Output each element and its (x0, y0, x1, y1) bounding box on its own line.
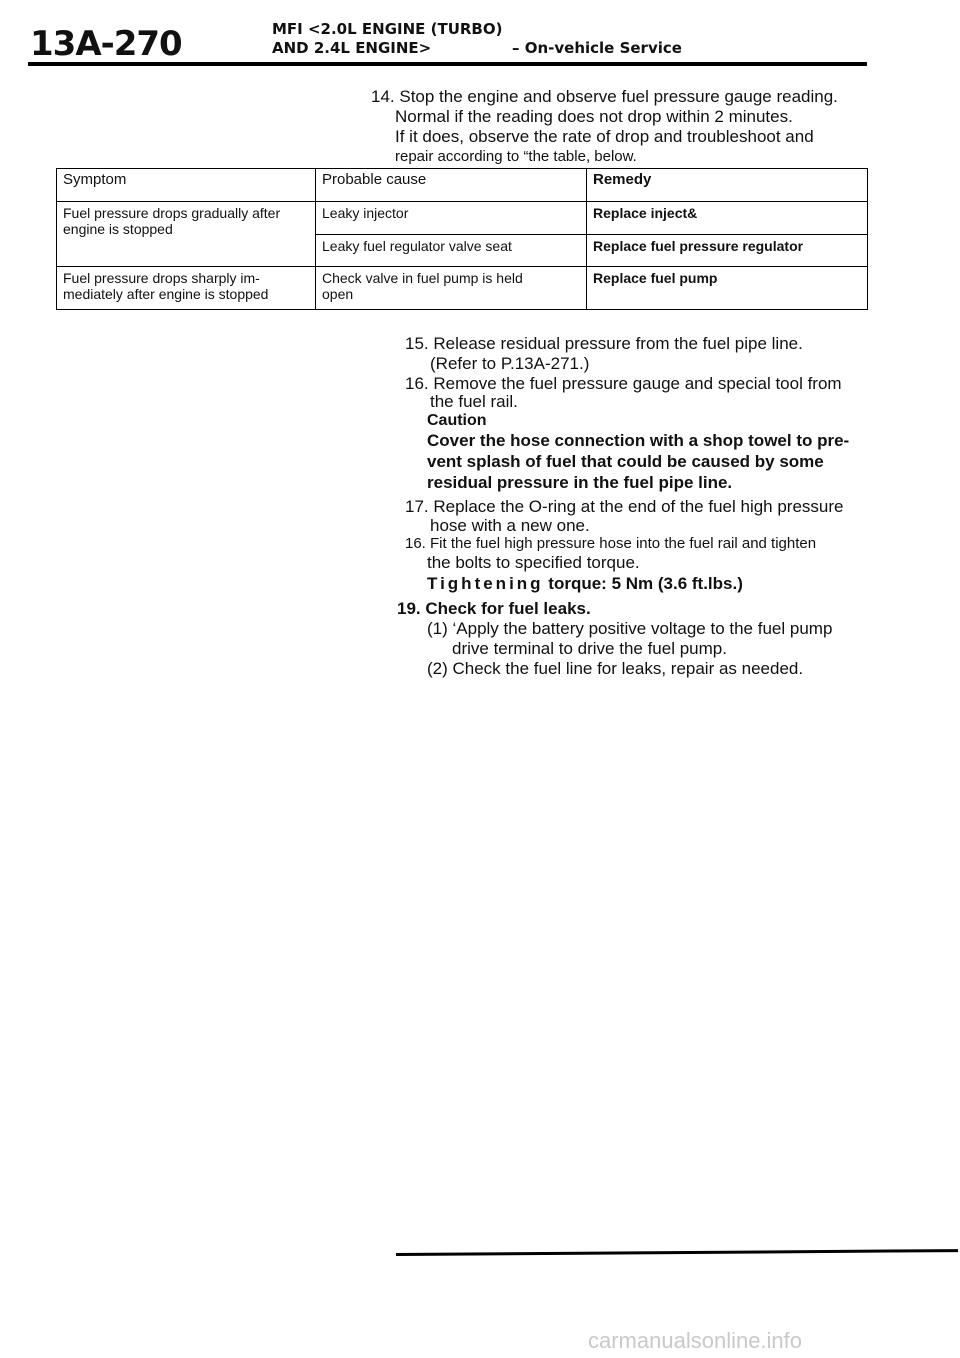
symptom-cell: Fuel pressure drops sharply im- mediatel… (56, 266, 316, 310)
header-section: – On-vehicle Service (512, 39, 682, 57)
step-14-line3: If it does, observe the rate of drop and… (395, 127, 814, 146)
table-header-row: Symptom Probable cause Remedy (56, 168, 868, 202)
table-row: Fuel pressure drops gradually after engi… (56, 201, 868, 267)
cause-text-line1: Check valve in fuel pump is held (322, 270, 523, 286)
tightening-spec: Tightening torque: 5 Nm (3.6 ft.lbs.) (427, 574, 743, 594)
step-18-line2: the bolts to specified torque. (427, 553, 640, 572)
header-title-line2: AND 2.4L ENGINE> (272, 39, 432, 57)
step-15-line1: 15. Release residual pressure from the f… (405, 334, 803, 353)
step-17-line2: hose with a new one. (430, 516, 590, 535)
cause-text-line2: open (322, 286, 354, 302)
step-17-line1: 17. Replace the O-ring at the end of the… (405, 497, 844, 516)
cause-cell: Leaky fuel regulator valve seat (315, 233, 587, 267)
header-title: MFI <2.0L ENGINE (TURBO) AND 2.4L ENGINE… (272, 20, 502, 58)
remedy-cell: Replace inject& (586, 201, 868, 235)
step-19-sub1-line2: drive terminal to drive the fuel pump. (452, 639, 727, 658)
watermark: carmanualsonline.info (588, 1328, 803, 1353)
header-symptom: Symptom (56, 168, 316, 202)
step-16-line1: 16. Remove the fuel pressure gauge and s… (405, 374, 842, 393)
symptom-text-line2: engine is stopped (63, 221, 173, 237)
symptom-cell: Fuel pressure drops gradually after engi… (56, 201, 316, 267)
remedy-cell: Replace fuel pump (586, 266, 868, 310)
symptom-text-line1: Fuel pressure drops sharply im- (63, 270, 260, 286)
step-14-line2: Normal if the reading does not drop with… (395, 107, 793, 126)
caution-line2: vent splash of fuel that could be caused… (427, 452, 824, 471)
step-19-title: 19. Check for fuel leaks. (397, 599, 591, 618)
page-code: 13A-270 (30, 24, 183, 64)
table-row: Fuel pressure drops sharply im- mediatel… (56, 266, 868, 310)
troubleshooting-table: Symptom Probable cause Remedy Fuel press… (56, 168, 868, 310)
caution-line1: Cover the hose connection with a shop to… (427, 431, 850, 450)
step-19-sub1-line1: (1) ‘Apply the battery positive voltage … (427, 619, 833, 638)
caution-text: Cover the hose connection with a shop to… (427, 430, 867, 493)
step-18-line1: 16. Fit the fuel high pressure hose into… (405, 535, 817, 552)
bottom-rule (396, 1249, 958, 1256)
caution-title: Caution (427, 412, 487, 429)
spec-label: Tightening (427, 574, 544, 593)
header-remedy: Remedy (586, 168, 868, 202)
table-row: Leaky fuel regulator valve seat Replace … (57, 233, 868, 267)
step-15-line2: (Refer to P.13A-271.) (430, 354, 590, 373)
cause-cell: Leaky injector (315, 201, 587, 235)
cause-cell: Check valve in fuel pump is held open (315, 266, 587, 310)
step-14-line4: repair according to “the table, below. (395, 148, 637, 165)
symptom-text-line1: Fuel pressure drops gradually after (63, 205, 281, 221)
caution-line3: residual pressure in the fuel pipe line. (427, 473, 733, 492)
symptom-text-line2: mediately after engine is stopped (63, 286, 269, 302)
remedy-cell: Replace fuel pressure regulator (586, 233, 868, 267)
step-16-line2: the fuel rail. (430, 392, 518, 411)
step-14-line1: 14. Stop the engine and observe fuel pre… (371, 87, 838, 106)
step-19-sub2: (2) Check the fuel line for leaks, repai… (427, 659, 804, 678)
spec-value: torque: 5 Nm (3.6 ft.lbs.) (548, 574, 743, 593)
header-probable-cause: Probable cause (315, 168, 587, 202)
header-rule (28, 62, 867, 66)
header-title-line1: MFI <2.0L ENGINE (TURBO) (272, 20, 503, 38)
